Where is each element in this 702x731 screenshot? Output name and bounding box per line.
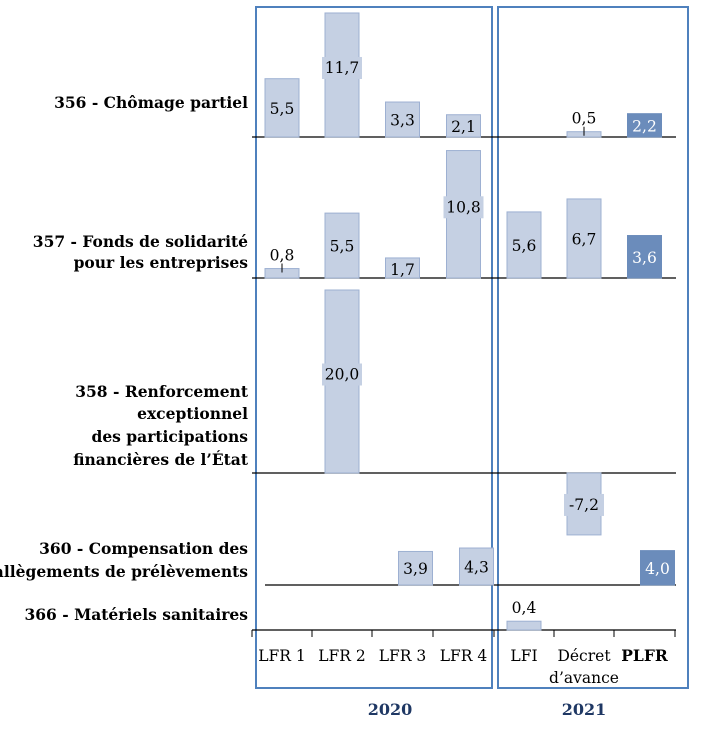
bar (385, 101, 420, 138)
data-label: 0,4 (512, 599, 537, 617)
row-label: 358 - Renforcement (75, 382, 249, 401)
category-label: LFR 2 (318, 647, 366, 665)
data-label: -7,2 (569, 496, 599, 514)
data-label-bg (443, 196, 484, 219)
row-label: 366 - Matériels sanitaires (24, 605, 248, 624)
bar (640, 550, 675, 586)
year-label-2021: 2021 (562, 700, 607, 719)
data-label: 20,0 (325, 366, 360, 384)
bar (324, 212, 360, 279)
bar (385, 257, 420, 279)
row-label: des participations (91, 427, 248, 446)
row-label: 356 - Chômage partiel (54, 93, 248, 112)
data-label: 4,3 (464, 559, 489, 577)
group-frame-2021 (497, 6, 689, 689)
category-label: LFI (510, 647, 537, 665)
data-label: 0,8 (270, 247, 295, 265)
row-label: pour les entreprises (74, 253, 249, 272)
category-label: d’avance (549, 669, 619, 687)
data-label: 3,3 (390, 112, 415, 130)
data-label: 3,9 (403, 560, 428, 578)
year-label-2020: 2020 (368, 700, 413, 719)
data-label: 11,7 (325, 59, 360, 77)
category-label: Décret (557, 647, 611, 665)
data-label-bg (322, 363, 362, 386)
bar (459, 547, 494, 586)
bar (627, 113, 662, 138)
data-label: 6,7 (572, 230, 597, 248)
category-label: PLFR (621, 646, 668, 665)
bar (446, 114, 481, 138)
data-label: 4,0 (645, 560, 670, 578)
data-label: 2,1 (451, 118, 476, 136)
data-label: 1,7 (390, 261, 415, 279)
row-label: financières de l’État (73, 450, 249, 469)
bar (264, 78, 300, 138)
group-frame-2020 (255, 6, 493, 689)
data-label-bg (322, 56, 362, 79)
row-label: allègements de prélèvements (0, 562, 248, 581)
data-label: 5,5 (270, 100, 295, 118)
data-label: 5,5 (330, 238, 355, 256)
row-label: 360 - Compensation des (39, 539, 248, 558)
row-label: exceptionnel (137, 404, 248, 423)
row-label: 357 - Fonds de solidarité (33, 232, 248, 251)
data-label: 0,5 (572, 110, 597, 128)
category-label: LFR 3 (379, 647, 427, 665)
bar (398, 550, 433, 586)
data-label: 10,8 (446, 198, 481, 216)
data-label: 3,6 (632, 249, 657, 267)
category-label: LFR 1 (258, 647, 306, 665)
data-label: 5,6 (512, 237, 537, 255)
data-label-bg (564, 493, 604, 516)
category-label: LFR 4 (440, 647, 488, 665)
bar (506, 211, 542, 279)
bar (627, 235, 662, 279)
bar (566, 198, 602, 279)
bar (506, 620, 542, 631)
data-label: 2,2 (632, 117, 657, 135)
